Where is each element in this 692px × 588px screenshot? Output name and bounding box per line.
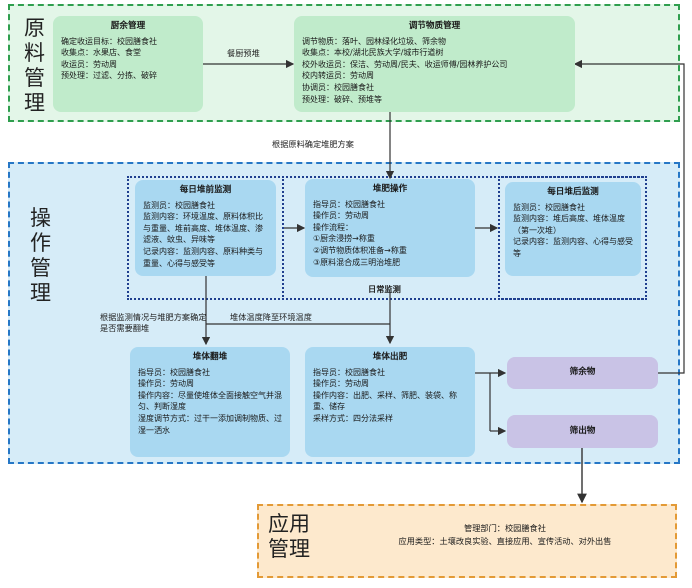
application-info: 管理部门：校园膳食社 应用类型：土壤改良实验、直接应用、宣传活动、对外出售 (340, 522, 670, 548)
canteen-line: 预处理：过滤、分拣、破碎 (61, 71, 157, 81)
regulate-line: 预处理：破碎、预堆等 (302, 94, 382, 104)
post-monitor-line: 记录内容：监测内容、心得与感受等 (513, 237, 633, 258)
pile-turning-box: 堆体翻堆 指导员：校园膳食社 操作员：劳动周 操作内容：尽量使堆体全面接触空气并… (130, 347, 290, 457)
plan-link-label: 根据原料确定堆肥方案 (272, 139, 354, 149)
output-line: 操作内容：出肥、采样、筛肥、装袋、称重、储存 (313, 390, 457, 412)
regulate-line: 校内转运员：劳动周 (302, 71, 374, 81)
compost-line: 操作流程： (313, 222, 353, 232)
compost-line: ②调节物质体积准备→称重 (313, 245, 407, 255)
screen-residue-box: 筛余物 (507, 357, 658, 389)
pre-monitor-box: 每日堆前监测 监测员：校园膳食社 监测内容：环境温度、原料体积比与重量、堆前高度… (135, 180, 276, 276)
pre-monitor-title: 每日堆前监测 (179, 185, 232, 195)
canteen-prepile-label: 餐厨预堆 (227, 48, 260, 58)
output-title: 堆体出肥 (372, 352, 408, 362)
turn-line: 操作员：劳动周 (138, 379, 194, 389)
screened-label: 筛出物 (569, 425, 596, 436)
turn-line: 湿度调节方式：过干一添加调制物质、过湿一洒水 (138, 413, 282, 435)
app-section-title: 应用管理 (268, 512, 310, 561)
canteen-line: 收集点：水果店、食堂 (61, 48, 141, 58)
canteen-line: 确定收运目标：校园膳食社 (61, 36, 157, 46)
output-line: 指导员：校园膳食社 (313, 367, 385, 377)
compost-line: 操作员：劳动周 (313, 211, 369, 221)
turn-line: 指导员：校园膳食社 (138, 367, 210, 377)
raw-section-title: 原料管理 (24, 16, 45, 115)
output-line: 操作员：劳动周 (313, 379, 369, 389)
post-monitor-frame (498, 176, 647, 300)
application-section (257, 504, 677, 578)
turn-title: 堆体翻堆 (192, 352, 228, 362)
pre-monitor-line: 监测内容：环境温度、原料体积比与重量、堆前高度、堆体温度、渗滤液、蚊虫、异味等 (143, 212, 263, 245)
app-line: 管理部门：校园膳食社 (464, 523, 546, 533)
arrow-residue-to-regulate (573, 59, 685, 374)
post-monitor-title: 每日堆后监测 (547, 187, 599, 197)
post-monitor-line: 监测员：校园膳食社 (513, 202, 585, 212)
cooling-label: 堆体温度降至环境温度 (230, 312, 312, 322)
regulate-material-box: 调节物质管理 调节物质：落叶、园林绿化垃圾、筛余物 收集点：本校/湖北民族大学/… (294, 16, 575, 112)
compost-title: 堆肥操作 (372, 184, 408, 194)
compost-line: 指导员：校园膳食社 (313, 199, 385, 209)
canteen-line: 收运员：劳动周 (61, 59, 117, 69)
regulate-line: 协调员：校园膳食社 (302, 82, 374, 92)
regulate-line: 校外收运员：保洁、劳动周/民夫、收运师傅/园林养护公司 (302, 59, 508, 69)
screened-output-box: 筛出物 (507, 415, 658, 448)
daily-monitor-label: 日常监测 (368, 284, 401, 294)
post-monitor-line: 监测内容：堆后高度、堆体温度（第一次堆） (513, 214, 625, 235)
compost-line: ③原料混合成三明治堆肥 (313, 257, 401, 267)
turn-decision-label: 根据监测情况与堆肥方案确定是否需要翻堆 (100, 312, 207, 333)
residue-label: 筛余物 (569, 367, 596, 378)
regulate-line: 收集点：本校/湖北民族大学/城市行道树 (302, 48, 444, 58)
app-line: 应用类型：土壤改良实验、直接应用、宣传活动、对外出售 (398, 536, 612, 546)
turn-line: 操作内容：尽量使堆体全面接触空气并混匀、判断湿度 (138, 390, 282, 412)
output-line: 采样方式：四分法采样 (313, 413, 393, 423)
regulate-title: 调节物质管理 (408, 21, 461, 31)
pre-monitor-line: 监测员：校园膳食社 (143, 200, 215, 210)
compost-line: ①厨余浸捞→称重 (313, 234, 375, 244)
regulate-line: 调节物质：落叶、园林绿化垃圾、筛余物 (302, 36, 446, 46)
post-monitor-box: 每日堆后监测 监测员：校园膳食社 监测内容：堆后高度、堆体温度（第一次堆） 记录… (505, 182, 641, 276)
canteen-management-box: 厨余管理 确定收运目标：校园膳食社 收集点：水果店、食堂 收运员：劳动周 预处理… (53, 16, 203, 112)
compost-operation-box: 堆肥操作 指导员：校园膳食社 操作员：劳动周 操作流程： ①厨余浸捞→称重 ②调… (305, 179, 475, 277)
canteen-title: 厨余管理 (110, 21, 146, 31)
ops-section-title: 操作管理 (30, 206, 51, 305)
pre-monitor-line: 记录内容：监测内容、原料种类与重量、心得与感受等 (143, 246, 263, 268)
compost-output-box: 堆体出肥 指导员：校园膳食社 操作员：劳动周 操作内容：出肥、采样、筛肥、装袋、… (305, 347, 475, 457)
